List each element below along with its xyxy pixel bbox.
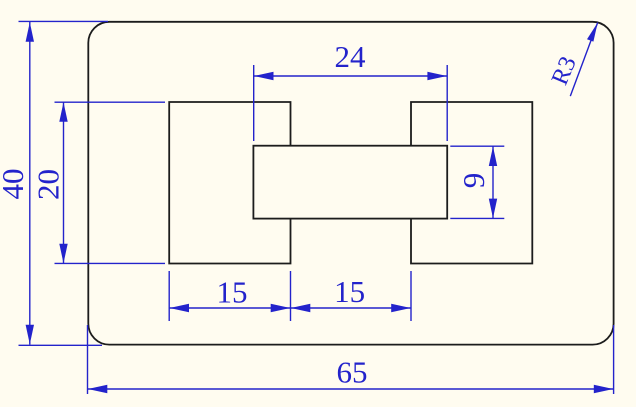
svg-text:9: 9: [456, 173, 491, 189]
svg-text:15: 15: [334, 274, 365, 309]
svg-text:65: 65: [337, 355, 368, 390]
svg-text:24: 24: [335, 39, 367, 74]
svg-text:20: 20: [31, 169, 66, 200]
svg-text:15: 15: [217, 275, 248, 310]
svg-text:40: 40: [0, 169, 30, 200]
